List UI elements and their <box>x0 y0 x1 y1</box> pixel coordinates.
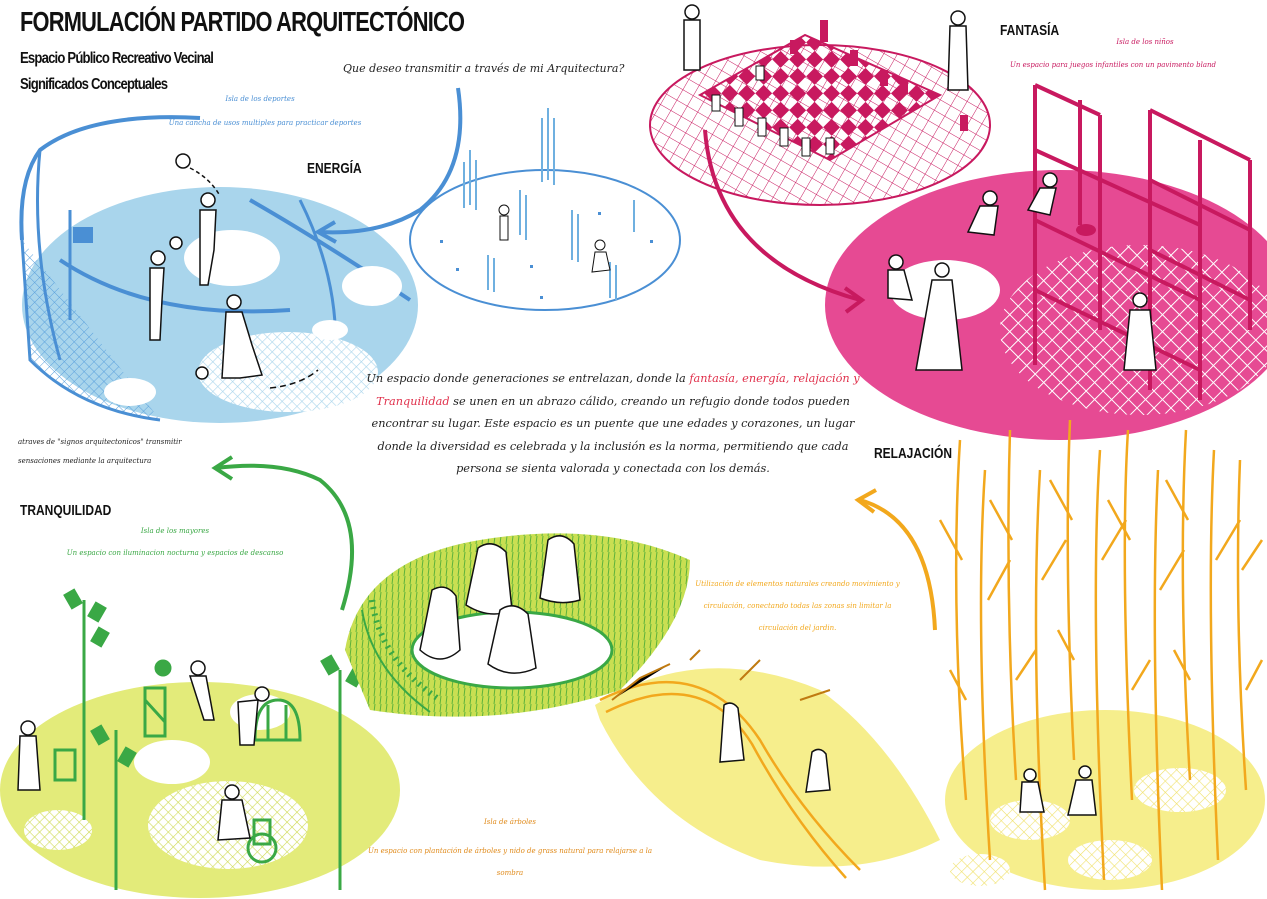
person-figure-icon <box>419 535 581 674</box>
page-subtitle-1: Espacio Público Recreativo Vecinal <box>20 50 214 67</box>
relajacion-note-body: Utilización de elementos naturales crean… <box>695 580 900 632</box>
tranquilidad-arrow <box>215 463 354 611</box>
fountain-icon <box>409 108 681 311</box>
paragraph-line-5: persona se sienta valorada y conectada c… <box>456 462 770 475</box>
energia-arrow <box>319 87 463 235</box>
energia-note-title: Isla de los deportes <box>225 95 295 103</box>
tranquilidad-note-body: Un espacio con iluminacion nocturna y es… <box>66 549 284 557</box>
fantasia-playground <box>825 83 1267 440</box>
person-figure-icon <box>887 172 1157 371</box>
exercise-machine-icon <box>53 659 302 864</box>
tranquilidad-label: TRANQUILIDAD <box>20 502 112 519</box>
person-figure-icon <box>149 192 263 379</box>
person-figure-icon <box>683 4 969 91</box>
relajacion-label: RELAJACIÓN <box>874 445 953 462</box>
arboles-note-body: Un espacio con plantación de árboles y n… <box>367 847 653 877</box>
page-title: FORMULACIÓN PARTIDO ARQUITECTÓNICO <box>20 6 465 37</box>
chess-board-icon <box>649 4 991 206</box>
relajacion-arrow <box>859 498 937 631</box>
left-note-line-1: atraves de "signos arquitectonicos" tran… <box>18 438 182 446</box>
paragraph-highlight-1: fantasía, energía, relajación y <box>689 372 860 385</box>
paragraph-line-2: Tranquilidad se unen en un abrazo cálido… <box>376 394 850 408</box>
tranquilidad-note-title: Isla de los mayores <box>140 527 210 535</box>
central-paragraph: Un espacio donde generaciones se entrela… <box>358 368 868 481</box>
relajacion-path <box>595 649 940 879</box>
energia-note-body: Una cancha de usos multiples para practi… <box>168 119 362 127</box>
person-figure-icon <box>17 660 270 841</box>
street-lamp-icon <box>63 588 365 890</box>
fantasia-arrow <box>703 129 861 302</box>
question-text: Que deseo transmitir a través de mi Arqu… <box>343 62 625 75</box>
energia-label: ENERGÍA <box>307 160 362 177</box>
paragraph-line-4: donde la diversidad es celebrada y la in… <box>377 439 849 453</box>
left-note-line-2: sensaciones mediante la arquitectura <box>18 457 152 465</box>
fantasia-label: FANTASÍA <box>1000 22 1060 39</box>
person-figure-icon <box>1019 765 1097 816</box>
person-figure-icon <box>719 702 831 793</box>
page-subtitle-2: Significados Conceptuales <box>20 76 168 93</box>
central-garden <box>345 533 690 717</box>
tranquilidad-plaza <box>0 588 400 898</box>
paragraph-highlight-2: Tranquilidad <box>376 394 450 408</box>
basketball-hoop-icon <box>68 210 93 320</box>
fantasia-note-body: Un espacio para juegos infantiles con un… <box>1010 61 1217 69</box>
fantasia-note-title: Isla de los niños <box>1116 38 1174 46</box>
paragraph-line-3: encontrar su lugar. Este espacio es un p… <box>371 417 855 430</box>
energia-court <box>19 115 418 423</box>
paragraph-line-1: Un espacio donde generaciones se entrela… <box>366 372 860 385</box>
arboles-note-title: Isla de árboles <box>483 818 537 826</box>
tree-forest <box>938 419 1265 891</box>
tree-icon <box>938 419 1264 891</box>
